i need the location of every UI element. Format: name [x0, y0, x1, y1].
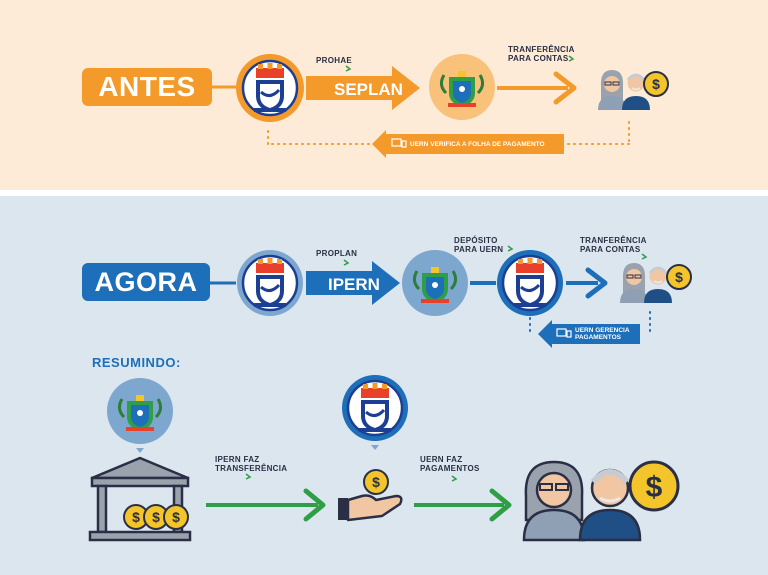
before-return-label: UERN VERIFICA A FOLHA DE PAGAMENTO [410, 141, 545, 148]
bank-coins-icon [123, 504, 189, 530]
bank-building-icon [88, 456, 192, 542]
now-transfer-label: TRANFERÊNCIA PARA CONTAS [580, 236, 647, 254]
seplan-label: SEPLAN [334, 80, 403, 99]
before-university-seal-icon [236, 54, 304, 122]
now-title: AGORA [94, 266, 198, 297]
summary-step2-label: UERN FAZ PAGAMENTOS [420, 455, 480, 473]
summary-state-coat-icon [107, 378, 173, 444]
before-monitor-icon [391, 138, 407, 148]
summary-retirees-icon: $ [522, 460, 680, 542]
summary-step1-label: IPERN FAZ TRANSFERÊNCIA [215, 455, 288, 473]
before-transfer-label: TRANFERÊNCIA PARA CONTAS [508, 45, 575, 63]
before-return-arrow [372, 130, 564, 158]
before-title: ANTES [98, 71, 196, 102]
now-university-seal-icon [237, 250, 303, 316]
ipern-arrow [306, 261, 400, 305]
proplan-label: PROPLAN [316, 249, 358, 258]
svg-text:$: $ [646, 471, 663, 504]
now-return-label: UERN GERENCIA PAGAMENTOS [575, 327, 630, 341]
now-monitor-icon [556, 328, 572, 338]
now-uern-seal-icon [497, 250, 563, 316]
deposit-label: DEPÓSITO PARA UERN [454, 236, 504, 254]
prohae-label: PROHAE [316, 56, 353, 65]
now-state-coat-icon [402, 250, 468, 316]
before-retirees-icon [597, 69, 669, 112]
now-return-arrow [538, 320, 640, 348]
ipern-label: IPERN [328, 275, 380, 294]
summary-title: RESUMINDO: [92, 355, 181, 370]
seplan-arrow [306, 66, 420, 110]
before-state-coat-icon [429, 54, 495, 120]
now-pill-shape [82, 263, 210, 301]
hand-holding-coin-icon [338, 469, 403, 522]
before-pill-shape [82, 68, 212, 106]
summary-university-seal-icon [342, 375, 408, 441]
